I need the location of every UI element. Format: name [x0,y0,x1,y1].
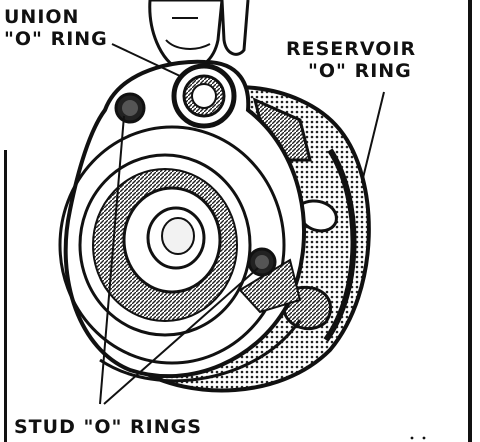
frame-left-border [4,150,7,442]
union-label-line1: UNION [4,6,80,28]
union-label-line2: "O" RING [4,28,108,50]
lower-stud-o-ring [247,247,277,277]
frame-right-border [468,0,472,442]
union-o-ring-label: UNION "O" RING [4,6,108,50]
stud-o-rings-label: STUD "O" RINGS [14,416,202,438]
reservoir-label-line1: RESERVOIR [286,38,417,60]
reservoir-o-ring-label: RESERVOIR "O" RING [286,38,416,82]
fingers [148,0,250,72]
union-o-ring [171,63,237,129]
leader-lines [99,43,385,405]
upper-stud-o-ring [114,92,146,124]
speck-marks [410,436,426,440]
cover-plate [58,59,306,383]
reservoir-label-line2: "O" RING [308,60,412,82]
